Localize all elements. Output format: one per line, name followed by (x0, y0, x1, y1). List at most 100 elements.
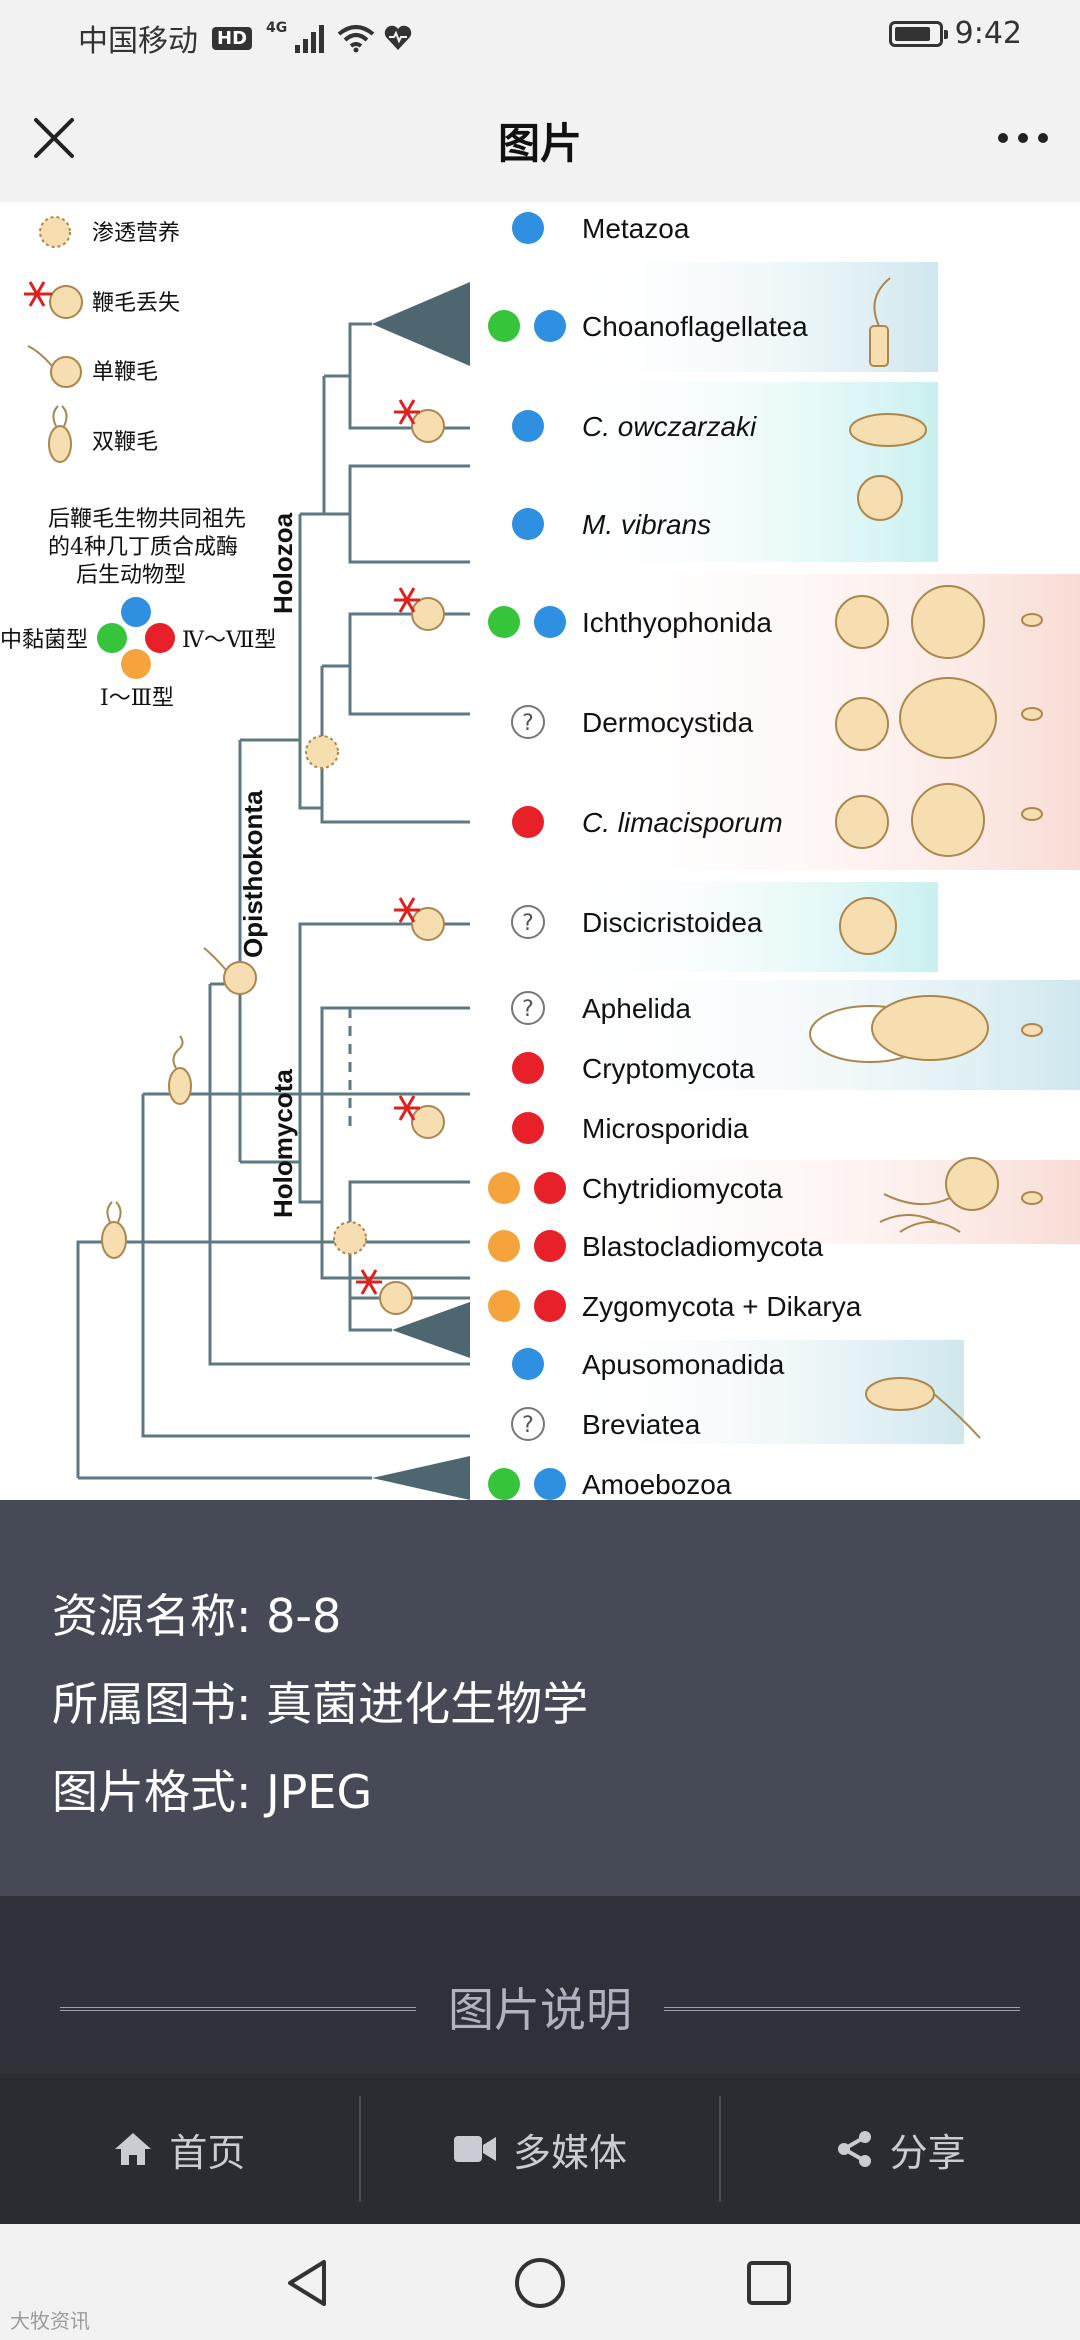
taxon-row: ?Aphelida (511, 991, 691, 1025)
zoospore-illustration (1021, 807, 1043, 821)
legend-ancestor-line1: 后鞭毛生物共同祖先 (48, 507, 246, 532)
chitin-synthase-dot-orange (488, 1172, 520, 1204)
taxon-row: Microsporidia (512, 1112, 749, 1144)
apusomonad-illustration (865, 1377, 935, 1411)
legend-ancestor-line2: 的4种几丁质合成酶 (48, 535, 238, 560)
phylogeny-figure[interactable]: Holozoa Opisthokonta Holomycota (0, 202, 1080, 1500)
nav-share-label: 分享 (889, 2130, 966, 2175)
taxon-row: M. vibrans (512, 508, 711, 540)
watermark: 大牧资讯 (10, 2309, 90, 2333)
home-circle-icon (515, 2258, 565, 2308)
system-back-button[interactable] (274, 2248, 344, 2318)
flagellum-loss-icon (394, 1095, 445, 1139)
unknown-dot (511, 991, 545, 1025)
flagellum-loss-icon (394, 399, 445, 443)
divider-left (60, 2007, 416, 2011)
nucleariid-illustration (839, 897, 897, 955)
taxon-label: Discicristoidea (582, 907, 763, 938)
taxon-label: Microsporidia (582, 1113, 749, 1144)
nav-home[interactable]: 首页 (0, 2074, 359, 2224)
dermocystida-cell-illustration (835, 697, 889, 751)
legend-ancestor-line3: 后生动物型 (76, 563, 186, 588)
carrier-label: 中国移动 (78, 24, 198, 59)
info-panel: 资源名称: 8-8 所属图书: 真菌进化生物学 图片格式: JPEG (0, 1500, 1080, 1896)
more-button[interactable] (990, 108, 1056, 168)
uniflagellate-legend-icon (27, 345, 82, 388)
taxon-label: Aphelida (582, 993, 691, 1024)
dermocystida-cell-illustration (899, 677, 997, 759)
status-left: 中国移动 HD 4G (78, 16, 413, 60)
taxon-label: Dermocystida (582, 707, 754, 738)
chitin-synthase-dot-orange (488, 1230, 520, 1262)
system-home-button[interactable] (505, 2248, 575, 2318)
taxon-label: Amoebozoa (582, 1469, 732, 1500)
unknown-dot (511, 905, 545, 939)
chitin-synthase-dot-blue (512, 410, 544, 442)
uniflagellate-node-icon (203, 947, 257, 995)
legend-dot-green (97, 623, 127, 653)
chitin-synthase-dot-blue (512, 212, 544, 244)
filasterea-panel (560, 382, 938, 562)
taxon-label: Choanoflagellatea (582, 311, 808, 342)
taxon-label: Breviatea (582, 1409, 701, 1440)
clade-label-holomycota: Holomycota (268, 1069, 298, 1218)
chitin-synthase-dot-red (534, 1230, 566, 1262)
phylogeny-tree: Holozoa Opisthokonta Holomycota (0, 212, 1080, 1500)
resource-name: 资源名称: 8-8 (52, 1589, 342, 1643)
close-button[interactable] (24, 108, 84, 168)
chitin-synthase-dot-blue (512, 508, 544, 540)
taxon-row: Cryptomycota (512, 1052, 755, 1084)
chitin-synthase-dot-blue (534, 1468, 566, 1500)
clade-label-opisthokonta: Opisthokonta (238, 790, 268, 958)
unknown-dot (511, 1407, 545, 1441)
chitin-synthase-dot-red (534, 1172, 566, 1204)
taxon-row: Amoebozoa (488, 1468, 732, 1500)
taxon-label: Ichthyophonida (582, 607, 772, 638)
status-bar: 中国移动 HD 4G 9:42 (0, 0, 1080, 72)
choanoflagellate-illustration (869, 325, 889, 367)
legend-osmotrophy: 渗透营养 (92, 221, 180, 246)
filasterean-illustration (849, 413, 927, 447)
legend-dot-blue (121, 597, 151, 627)
system-recents-button[interactable] (734, 2248, 804, 2318)
flagellum-loss-icon (394, 897, 445, 941)
chitin-synthase-dot-blue (534, 606, 566, 638)
description-section: 图片说明 (0, 1896, 1080, 2074)
chitin-synthase-dot-red (512, 1112, 544, 1144)
aphelida-illustration (871, 995, 989, 1061)
hd-badge: HD (212, 26, 253, 50)
corallochytrium-cell-illustration (835, 795, 889, 849)
legend-type-4-7: Ⅳ～Ⅶ型 (182, 628, 276, 653)
chitin-synthase-dot-green (488, 1468, 520, 1500)
nav-media[interactable]: 多媒体 (361, 2074, 720, 2224)
taxon-label: Zygomycota + Dikarya (582, 1291, 862, 1322)
chitin-synthase-dot-green (488, 606, 520, 638)
taxon-row: ? Discicristoidea (511, 905, 763, 939)
image-format: 图片格式: JPEG (52, 1765, 373, 1819)
metazoa-triangle (372, 282, 470, 366)
taxon-row: Blastocladiomycota (488, 1230, 824, 1262)
system-nav-bar: 大牧资讯 (0, 2224, 1080, 2340)
biflagellate-legend-icon (48, 405, 72, 463)
unknown-mark: ? (522, 1413, 534, 1438)
taxon-label: C. owczarzaki (582, 411, 757, 442)
chitin-synthase-dot-red (512, 806, 544, 838)
nav-share[interactable]: 分享 (721, 2074, 1080, 2224)
network-label: 4G (266, 20, 288, 36)
chitin-synthase-dot-red (534, 1290, 566, 1322)
ministeria-illustration (857, 475, 903, 521)
legend-flagellum-loss: 鞭毛丢失 (92, 291, 180, 316)
zoospore-illustration (1021, 613, 1043, 627)
taxon-label: Blastocladiomycota (582, 1231, 824, 1262)
battery-icon (888, 20, 948, 47)
ichthyophonida-cell-illustration (911, 585, 985, 659)
osmotrophy-node-icon (305, 735, 339, 769)
taxon-row: C. owczarzaki (512, 410, 757, 442)
description-title: 图片说明 (448, 1983, 632, 2037)
taxon-label: Cryptomycota (582, 1053, 755, 1084)
taxon-label: M. vibrans (582, 509, 711, 540)
taxon-label: Chytridiomycota (582, 1173, 783, 1204)
unknown-mark: ? (522, 911, 534, 936)
osmotrophy-legend-icon (39, 216, 71, 248)
signal-icon (295, 25, 325, 53)
